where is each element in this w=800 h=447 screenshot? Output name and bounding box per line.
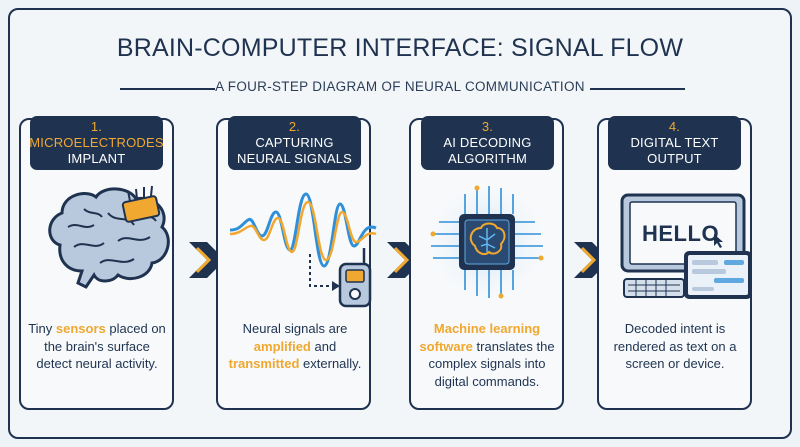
- step-2-description: Neural signals are amplified and transmi…: [220, 320, 370, 373]
- page-title: BRAIN-COMPUTER INTERFACE: SIGNAL FLOW: [116, 34, 684, 62]
- step-3-desc-text: translates the: [472, 338, 555, 354]
- step-1-number: 1.: [90, 119, 103, 134]
- screen-output-text: HELLO: [642, 221, 720, 246]
- step-4-desc-text: rendered as text on a: [613, 338, 737, 354]
- step-3-desc-highlight: Machine learning: [433, 321, 541, 336]
- page-subtitle: A FOUR-STEP DIAGRAM OF NEURAL COMMUNICAT…: [215, 79, 585, 94]
- cursor-icon: [714, 234, 723, 248]
- step-2-header: 2. CAPTURING NEURAL SIGNALS: [228, 116, 361, 170]
- step-1-desc-text: detect neural activity.: [36, 356, 158, 371]
- subtitle-rule-left: [120, 88, 215, 90]
- step-3-desc-highlight: software: [419, 338, 473, 354]
- step-1-desc-text: placed on: [105, 321, 166, 336]
- step-4-desc-text: Decoded intent is: [624, 321, 726, 336]
- step-4-desc-text: screen or device.: [625, 356, 725, 371]
- step-2-desc-text: Neural signals are: [242, 321, 348, 336]
- step-4-description: Decoded intent is rendered as text on a …: [600, 320, 750, 373]
- step-2-title-b: NEURAL SIGNALS: [236, 151, 353, 166]
- step-2-desc-highlight: transmitted: [228, 356, 300, 371]
- step-3-desc-text: complex signals into: [428, 356, 546, 371]
- step-3-title-a: AI DECODING: [443, 135, 532, 150]
- step-1-title-a: MICROELECTRODES: [29, 135, 164, 150]
- computer-screen-icon: HELLO: [618, 193, 758, 308]
- ai-chip-icon: [427, 182, 547, 302]
- step-2-desc-highlight: amplified: [253, 338, 311, 354]
- step-3-title-b: ALGORITHM: [447, 151, 528, 166]
- step-3-desc-text: digital commands.: [434, 373, 540, 389]
- step-3-description: Machine learning software translates the…: [412, 320, 562, 390]
- step-1-desc-text: Tiny: [28, 321, 56, 336]
- monitor-graphic: [620, 193, 752, 299]
- step-1-header: 1. MICROELECTRODES IMPLANT: [29, 116, 164, 170]
- step-1-title-b: IMPLANT: [67, 151, 126, 166]
- step-4-header: 4. DIGITAL TEXT OUTPUT: [608, 116, 741, 170]
- waveform-transmitter-icon: [229, 192, 377, 308]
- step-1-description: Tiny sensors placed on the brain's surfa…: [22, 320, 172, 373]
- step-2-number: 2.: [288, 119, 301, 134]
- step-4-number: 4.: [668, 119, 681, 134]
- step-4-title-b: OUTPUT: [647, 151, 702, 166]
- subtitle-rule-right: [590, 88, 685, 90]
- step-2-desc-text: and: [310, 338, 337, 354]
- brain-implant-icon: [48, 185, 170, 289]
- step-3-number: 3.: [481, 119, 494, 134]
- step-2-desc-text: externally.: [299, 356, 362, 371]
- step-4-title-a: DIGITAL TEXT: [630, 135, 719, 150]
- step-1-desc-highlight: sensors: [55, 321, 106, 336]
- step-2-title-a: CAPTURING: [255, 135, 334, 150]
- step-3-header: 3. AI DECODING ALGORITHM: [421, 116, 554, 170]
- step-1-desc-text: the brain's surface: [44, 338, 150, 354]
